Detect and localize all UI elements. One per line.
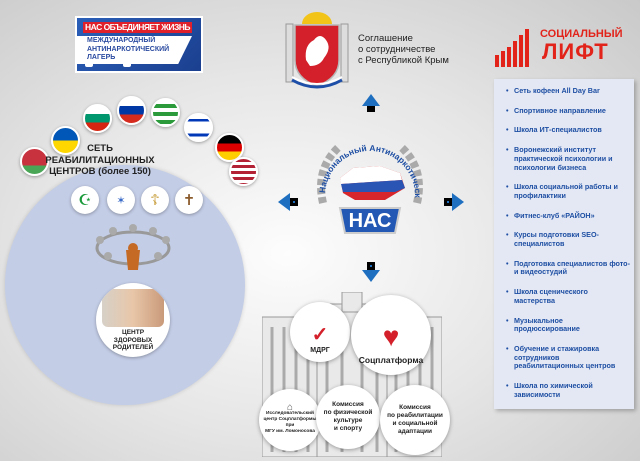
- title-line: СЕТЬ: [87, 143, 113, 154]
- socplatform-label: Соцплатформа: [358, 355, 424, 365]
- org-label-line: по физической: [323, 409, 373, 416]
- catholic-cross-icon: ✝: [175, 186, 203, 214]
- social-lift-subtitle: ЛИФТ: [542, 39, 609, 64]
- social-lift-item: Школа по химической зависимости: [506, 381, 630, 399]
- social-lift-item: Школа социальной работы и профилактики: [506, 182, 630, 200]
- arrow-down-icon: [362, 270, 380, 282]
- org-label-line: Комиссия: [399, 404, 431, 411]
- bar-chart-arrow-icon: [495, 29, 529, 67]
- socplatform-org: ♥ Соцплатформа: [351, 295, 431, 375]
- social-lift-title: СОЦИАЛЬНЫЙ: [540, 28, 623, 40]
- msu-building-icon: ⌂: [286, 402, 294, 413]
- nas-emblem: Национальный Антинаркотический Союз НАС: [305, 128, 423, 234]
- camp-slogan: НАС ОБЪЕДИНЯЕТ ЖИЗНЬ: [83, 22, 193, 33]
- org-label-line: по реабилитации: [387, 412, 443, 419]
- rehab-network-title: СЕТЬ РЕАБИЛИТАЦИОННЫХ ЦЕНТРОВ (более 150…: [40, 143, 160, 178]
- label-line: ЗДОРОВЫХ: [113, 336, 153, 344]
- logo-icon: [123, 60, 131, 67]
- camp-line: ЛАГЕРЬ: [87, 54, 116, 61]
- social-lift-item: Воронежский институт практической психол…: [506, 145, 630, 172]
- flag-abkhazia-icon: [151, 98, 180, 127]
- arrow-right-icon: [452, 193, 464, 211]
- flag-bulgaria-icon: [83, 104, 112, 133]
- logo-icon: [85, 60, 93, 67]
- people-circle-icon: [95, 224, 171, 270]
- arrow-left-icon: [278, 193, 290, 211]
- org-label-line: культуре: [333, 417, 363, 424]
- flag-belarus-icon: [20, 147, 49, 176]
- social-lift-item: Курсы подготовки SEO-специалистов: [506, 230, 630, 248]
- elderly-couple-photo: [102, 289, 164, 327]
- flag-russia-icon: [117, 96, 146, 125]
- social-lift-item: Школа ИТ-специалистов: [506, 126, 630, 135]
- crimea-agreement: Соглашение о сотрудничестве с Республико…: [358, 33, 449, 66]
- title-line: РЕАБИЛИТАЦИОННЫХ: [45, 154, 155, 166]
- social-lift-logo: СОЦИАЛЬНЫЙ ЛИФТ: [492, 25, 632, 70]
- camp-line: МЕЖДУНАРОДНЫЙ: [87, 37, 156, 44]
- social-lift-panel: Сеть кофеен All Day BarСпортивное направ…: [494, 79, 634, 409]
- flag-ukraine-icon: [51, 126, 80, 155]
- islam-crescent-icon: ☪: [71, 186, 99, 214]
- org-label-line: и спорту: [333, 425, 363, 432]
- org-label-line: Комиссия: [332, 401, 364, 408]
- dancers-logo-icon: ✶: [107, 186, 135, 214]
- crimea-coat-of-arms-icon: [285, 12, 349, 89]
- mdrg-label: МДРГ: [310, 347, 330, 354]
- crimea-line: с Республикой Крым: [358, 55, 449, 66]
- emblem-abbr: НАС: [349, 210, 392, 232]
- label-line: РОДИТЕЛЕЙ: [112, 344, 154, 351]
- label-line: ЦЕНТР: [121, 329, 145, 336]
- arrow-right-stem: [444, 198, 452, 206]
- camp-line: АНТИНАРКОТИЧЕСКИЙ: [87, 45, 170, 53]
- crimea-line: Соглашение: [358, 33, 413, 44]
- org-label-line: МГУ им. Ломоносова: [265, 429, 315, 434]
- social-lift-item: Подготовка специалистов фото- и видеосту…: [506, 259, 630, 277]
- org-label-line: адаптации: [397, 428, 433, 435]
- mdrg-logo-icon: ✓: [311, 324, 329, 346]
- social-lift-item: Сеть кофеен All Day Bar: [506, 86, 630, 96]
- social-lift-item: Фитнес-клуб «РАЙОН»: [506, 211, 630, 221]
- social-lift-item: Музыкальное продюссирование: [506, 316, 630, 334]
- social-lift-item: Обучение и стажировка сотрудников реабил…: [506, 344, 630, 371]
- mdrg-org: ✓ МДРГ: [290, 302, 350, 362]
- social-lift-item: Спортивное направление: [506, 106, 630, 116]
- arrow-up-stem: [367, 106, 375, 112]
- org-label-line: центр Соцплатформы: [263, 417, 317, 422]
- orthodox-cross-icon: ☦: [141, 186, 169, 214]
- org-label-line: при: [285, 423, 295, 428]
- flag-usa-icon: [229, 157, 258, 186]
- arrow-up-icon: [362, 94, 380, 106]
- social-lift-item: Школа сценического мастерства: [506, 287, 630, 305]
- arrow-down-stem: [367, 262, 375, 270]
- hands-heart-logo-icon: ♥: [382, 321, 400, 352]
- title-line: ЦЕНТРОВ (более 150): [49, 166, 151, 177]
- org-label-line: Исследовательский: [266, 411, 314, 416]
- org-label-line: и социальной: [392, 420, 438, 427]
- crimea-line: о сотрудничестве: [358, 44, 436, 55]
- arrow-left-stem: [290, 198, 298, 206]
- flag-israel-icon: [184, 113, 213, 142]
